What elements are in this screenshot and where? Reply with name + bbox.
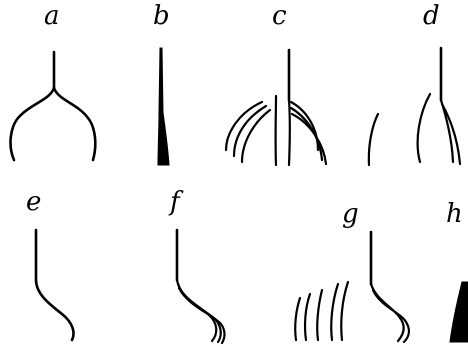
panel-label-b: b (153, 1, 170, 31)
panel-g-short-stroke-4 (331, 284, 338, 340)
panel-label-h: h (446, 199, 463, 229)
panel-d-left-curve (418, 94, 430, 162)
panel-a: a (11, 1, 96, 160)
panel-c-right-curve-1 (291, 102, 318, 150)
panel-g-short-stroke-5 (341, 282, 348, 340)
panel-b-tapered-stroke (158, 48, 169, 165)
panel-b: b (153, 1, 170, 165)
panel-g-short-stroke-1 (295, 298, 300, 340)
panel-label-c: c (272, 1, 287, 31)
panel-f-curve-2 (178, 284, 221, 342)
panel-g-short-stroke-3 (317, 290, 322, 340)
panel-label-g: g (342, 199, 359, 229)
panel-label-f: f (168, 187, 184, 217)
panel-e: e (26, 187, 74, 340)
panel-a-right-branch (54, 88, 95, 160)
panel-f-curve-3 (179, 288, 225, 343)
panel-f-curve-1 (177, 280, 216, 341)
panel-g-curve-1 (371, 284, 404, 341)
panel-f: f (168, 187, 225, 343)
panel-d-isolated-stroke (369, 114, 378, 165)
panel-c-center-stroke-2 (289, 100, 290, 165)
panel-g-short-stroke-2 (305, 294, 310, 340)
panel-d-right-curve-1 (441, 100, 453, 162)
panel-e-stroke (36, 230, 74, 340)
panel-c: c (226, 1, 326, 165)
panel-g: g (295, 199, 409, 342)
panel-h: h (446, 199, 468, 342)
panel-h-solid-wedge (450, 282, 468, 342)
panel-label-a: a (44, 1, 60, 31)
panel-label-e: e (26, 187, 41, 217)
panel-d: d (369, 1, 460, 165)
panel-c-left-curve-3 (242, 110, 270, 162)
panel-label-d: d (423, 1, 440, 31)
panel-a-left-branch (11, 88, 54, 160)
